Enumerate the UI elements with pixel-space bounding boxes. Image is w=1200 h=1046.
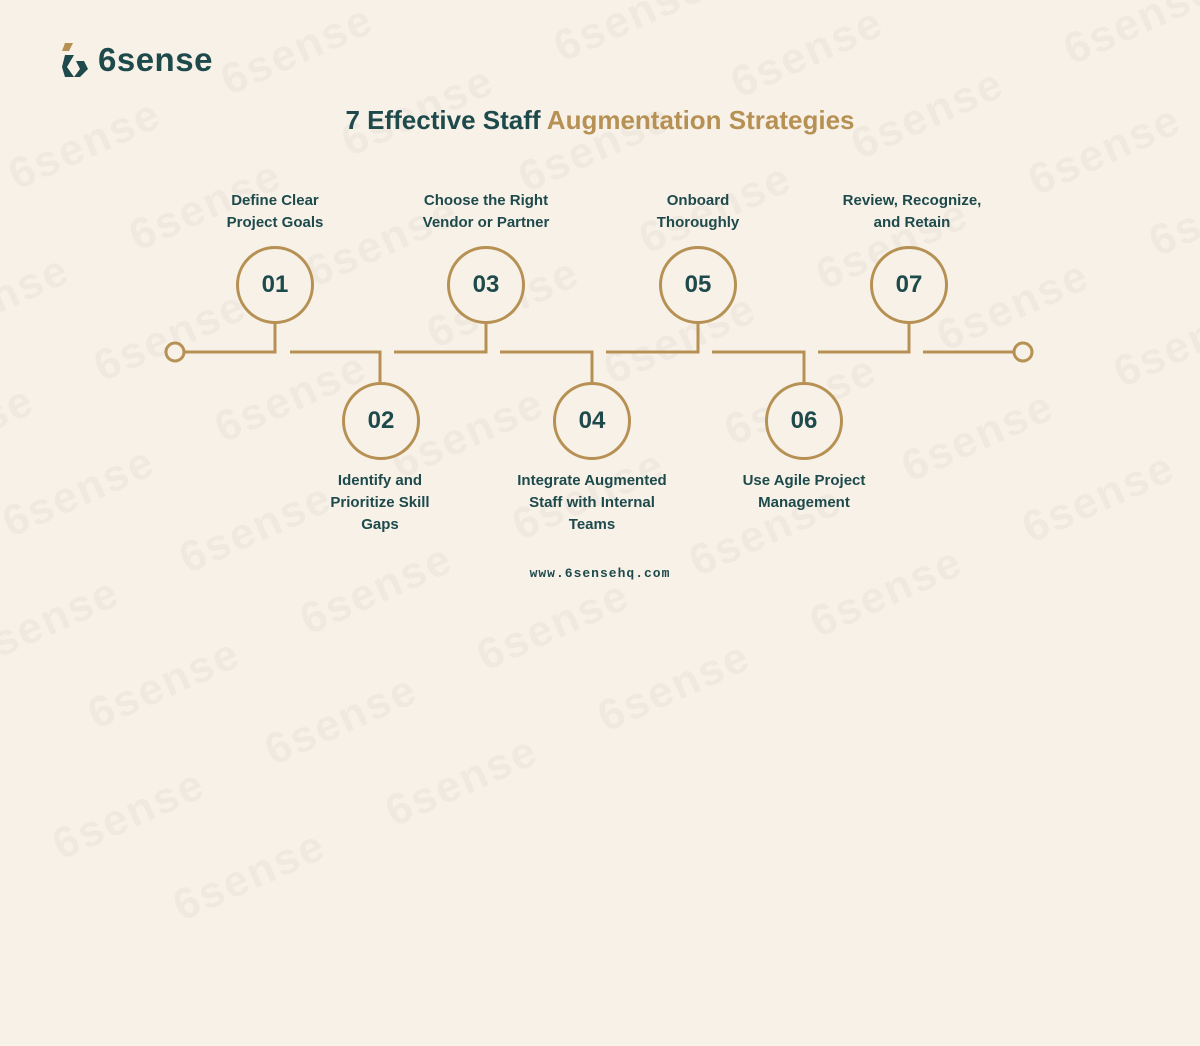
title-accent: Augmentation Strategies	[546, 105, 855, 135]
step-02-label-line: Identify and	[337, 472, 423, 489]
timeline-connectors	[164, 320, 1034, 384]
connector-05	[606, 320, 700, 354]
connector-01	[184, 320, 277, 354]
step-07-label-line: Review, Recognize,	[842, 192, 982, 209]
step-05-label-line: Thoroughly	[656, 214, 740, 231]
step-03-circle: 03	[447, 246, 525, 324]
step-07-number: 07	[895, 271, 923, 298]
step-01-circle: 01	[236, 246, 314, 324]
step-03-number: 03	[472, 271, 500, 298]
step-06-label-line: Management	[758, 494, 850, 511]
infographic-canvas: 6sense 6sense 6sense 6sense 6sense 6sens…	[0, 40, 1200, 581]
step-05-label-line: Onboard	[666, 192, 730, 209]
step-04-label-line: Staff with Internal	[529, 494, 655, 511]
step-06-label-line: Use Agile Project	[742, 472, 866, 489]
step-01-label: Define Clear Project Goals	[180, 190, 370, 234]
step-05-circle: 05	[659, 246, 737, 324]
step-04-label-line: Integrate Augmented	[517, 472, 667, 489]
step-02-label-line: Prioritize Skill	[330, 494, 430, 511]
connector-04	[500, 350, 594, 384]
step-02-number: 02	[367, 407, 395, 434]
brand-name: 6sense	[98, 41, 213, 78]
timeline-start-dot	[164, 341, 186, 363]
step-01-number: 01	[261, 271, 289, 298]
step-03-label: Choose the Right Vendor or Partner	[391, 190, 581, 234]
footer-url[interactable]: www.6sensehq.com	[529, 566, 671, 581]
step-06-circle: 06	[765, 382, 843, 460]
brand-logo[interactable]: 6sense	[62, 40, 213, 80]
step-02-label-line: Gaps	[361, 516, 399, 533]
connector-02	[290, 350, 382, 384]
step-07-label-line: and Retain	[873, 214, 951, 231]
step-06-label: Use Agile Project Management	[709, 470, 899, 514]
step-02-label: Identify and Prioritize Skill Gaps	[285, 470, 475, 536]
step-01-label-line: Project Goals	[226, 214, 324, 231]
step-04-number: 04	[578, 407, 606, 434]
step-07-label: Review, Recognize, and Retain	[817, 190, 1007, 234]
timeline-end-dot	[1012, 341, 1034, 363]
6sense-logo-icon	[62, 43, 88, 77]
connector-07	[818, 320, 911, 354]
step-05-number: 05	[684, 271, 712, 298]
step-03-label-line: Choose the Right	[423, 192, 549, 209]
step-04-circle: 04	[553, 382, 631, 460]
step-03-label-line: Vendor or Partner	[422, 214, 550, 231]
step-02-circle: 02	[342, 382, 420, 460]
step-04-label-line: Teams	[568, 516, 616, 533]
connector-06	[712, 350, 806, 384]
title-main: 7 Effective Staff	[345, 105, 547, 135]
step-06-number: 06	[790, 407, 818, 434]
page-title: 7 Effective Staff Augmentation Strategie…	[0, 105, 1200, 136]
step-01-label-line: Define Clear	[231, 192, 319, 209]
step-04-label: Integrate Augmented Staff with Internal …	[496, 470, 688, 536]
step-05-label: Onboard Thoroughly	[603, 190, 793, 234]
step-07-circle: 07	[870, 246, 948, 324]
connector-03	[394, 320, 488, 354]
